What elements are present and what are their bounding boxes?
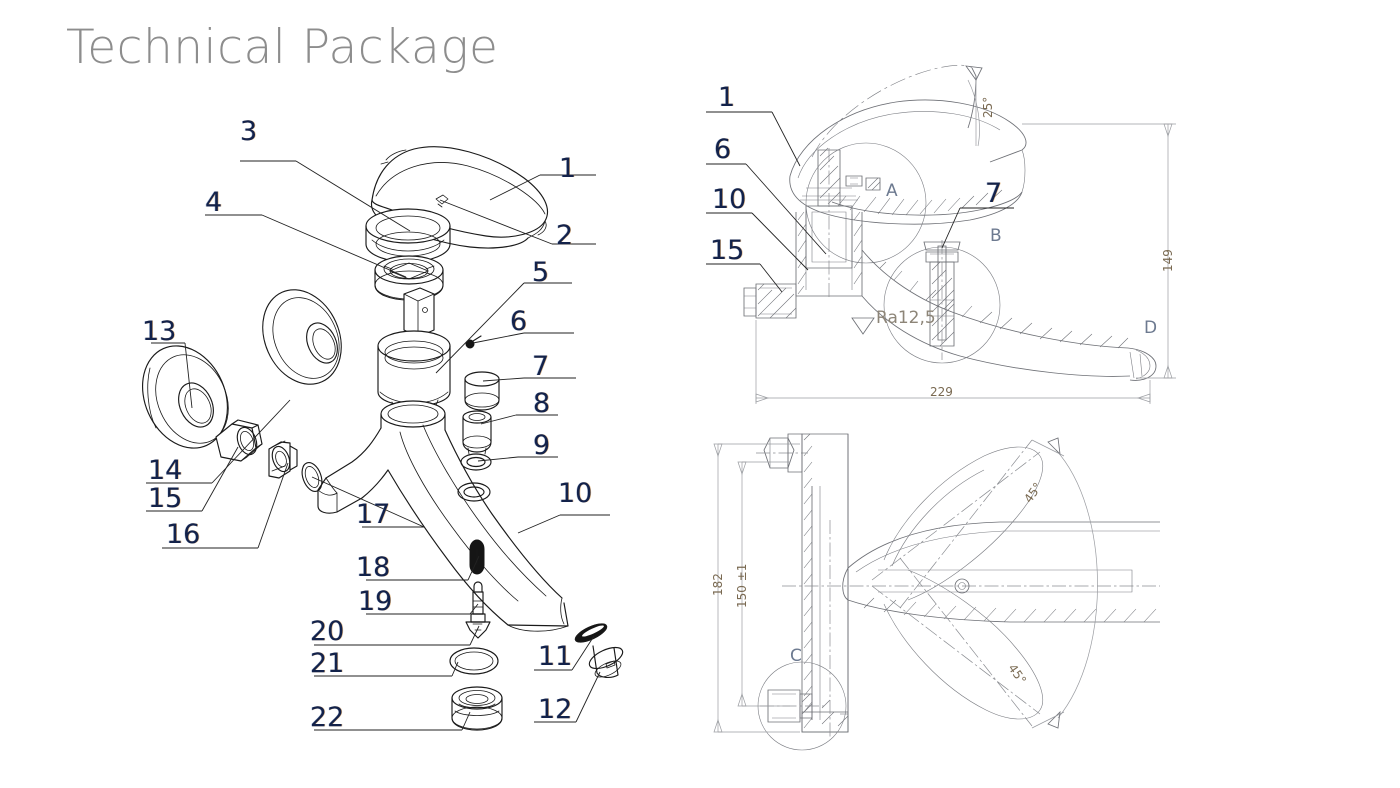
section-callout-1[interactable]: 1 — [718, 82, 736, 113]
callout-9[interactable]: 9 — [533, 430, 551, 461]
callout-10[interactable]: 10 — [558, 478, 593, 509]
callout-15[interactable]: 15 — [148, 483, 183, 514]
part-escutcheon-13 — [141, 345, 229, 449]
part-o-ring-9b — [457, 482, 491, 502]
callout-11[interactable]: 11 — [538, 641, 573, 672]
callout-18[interactable]: 18 — [356, 552, 391, 583]
part-diverter-body-8 — [462, 410, 492, 455]
section-callout-15[interactable]: 15 — [710, 235, 745, 266]
callout-19[interactable]: 19 — [358, 586, 393, 617]
part-set-screw-6 — [465, 335, 482, 349]
callout-14[interactable]: 14 — [148, 455, 183, 486]
page-title: Technical Package — [66, 20, 499, 75]
callout-5[interactable]: 5 — [532, 257, 550, 288]
callout-13[interactable]: 13 — [142, 316, 177, 347]
part-union-nut-15 — [215, 419, 263, 462]
dimension-center-150: 150 ±1 — [735, 563, 749, 608]
callout-20[interactable]: 20 — [310, 616, 345, 647]
exploded-leader-lines — [146, 160, 610, 731]
dimension-reach-229: 229 — [930, 385, 953, 399]
callout-12[interactable]: 12 — [538, 694, 573, 725]
part-diverter-cap-7 — [464, 371, 500, 411]
callout-17[interactable]: 17 — [356, 499, 391, 530]
section-callout-6[interactable]: 6 — [714, 134, 732, 165]
part-escutcheon-seal-14 — [262, 289, 342, 385]
section-callout-7[interactable]: 7 — [985, 178, 1003, 209]
part-aerator-gasket-11 — [574, 623, 608, 643]
part-eccentric-connector-16 — [268, 440, 298, 479]
part-diverter-seat-20 — [465, 621, 491, 639]
section-leader-lines — [706, 111, 1014, 293]
part-aerator-housing-12 — [588, 645, 624, 679]
callout-8[interactable]: 8 — [533, 388, 551, 419]
callout-6[interactable]: 6 — [510, 306, 528, 337]
part-aerator-insert-22 — [451, 686, 503, 731]
dimension-span-182: 182 — [711, 573, 725, 596]
surface-finish-ra: Ra12,5 — [876, 308, 936, 328]
callout-2[interactable]: 2 — [556, 220, 574, 251]
section-callout-10[interactable]: 10 — [712, 184, 747, 215]
detail-label-a: A — [886, 181, 898, 201]
part-seal-washer-17 — [301, 461, 323, 493]
detail-label-b: B — [990, 226, 1002, 246]
callout-4[interactable]: 4 — [205, 187, 223, 218]
part-body-spout-10 — [317, 400, 569, 632]
callout-21[interactable]: 21 — [310, 648, 345, 679]
detail-label-d: D — [1144, 318, 1158, 338]
callout-1[interactable]: 1 — [559, 153, 577, 184]
callout-22[interactable]: 22 — [310, 702, 345, 733]
callout-16[interactable]: 16 — [166, 519, 201, 550]
dimension-angle-25: 25° — [981, 96, 995, 118]
callout-3[interactable]: 3 — [240, 116, 258, 147]
part-cover-ring-3 — [365, 208, 451, 263]
dimension-height-149: 149 — [1161, 249, 1175, 272]
callout-7[interactable]: 7 — [532, 351, 550, 382]
part-o-ring-large-21 — [449, 647, 499, 675]
detail-label-c: C — [790, 646, 802, 666]
